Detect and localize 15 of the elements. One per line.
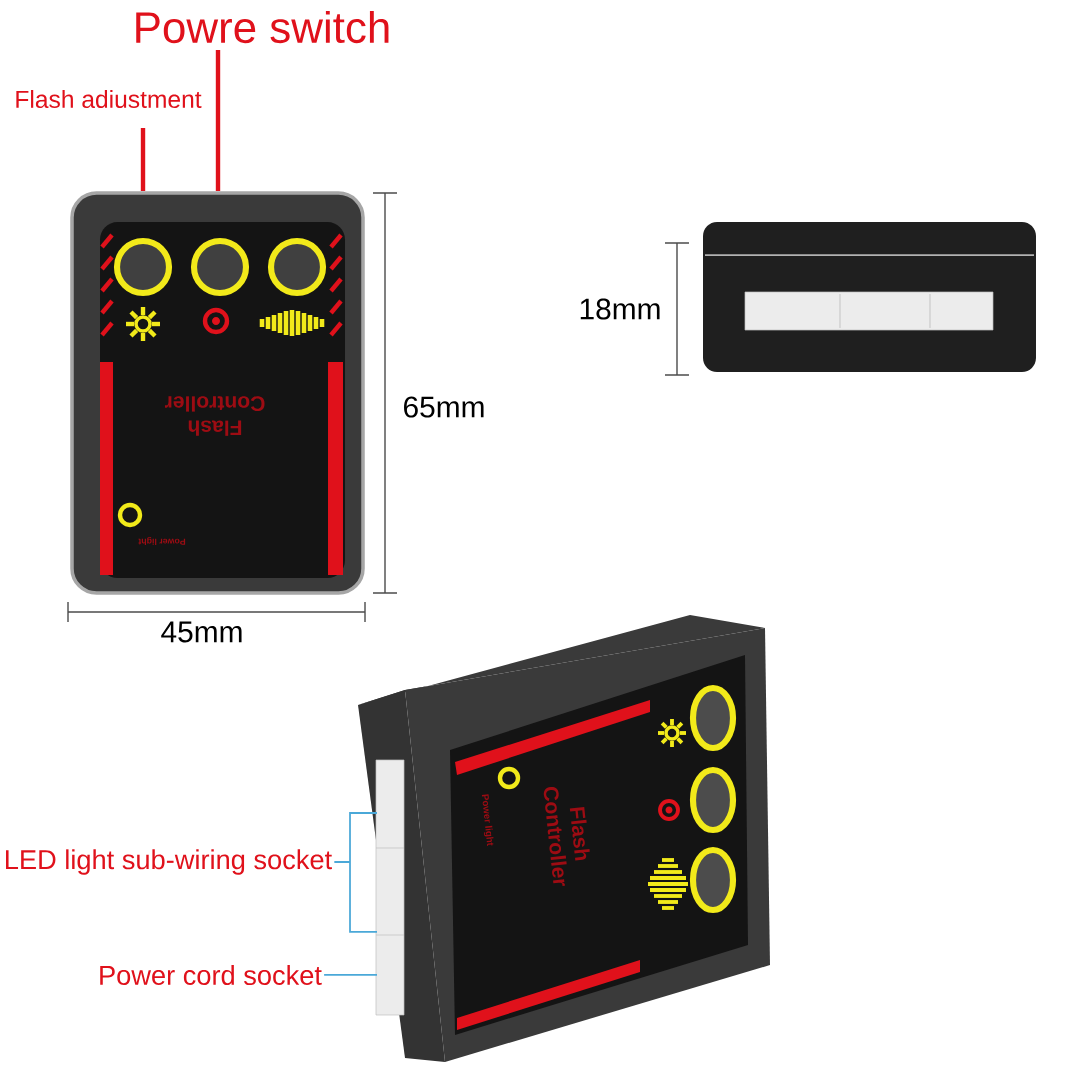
printed-text: Power light [138, 536, 186, 546]
dimension-label: 45mm [161, 621, 242, 643]
leader-line [140, 128, 146, 191]
callout-text: LED light sub-wiring socket [6, 849, 332, 875]
printed-text: Flash Controller [543, 787, 590, 886]
dimension-label: 65mm [404, 396, 484, 418]
printed-text: Power light [481, 794, 494, 847]
callout-text: Powre switch [136, 10, 389, 44]
leader-line [323, 974, 378, 976]
printed-text: Flash Controller [164, 396, 265, 436]
callout-text: Power cord socket [100, 965, 322, 985]
leader-line [333, 812, 378, 933]
callout-text: Flash adiustment [16, 89, 202, 109]
dimension-label: 18mm [580, 298, 660, 320]
leader-line [215, 50, 221, 191]
